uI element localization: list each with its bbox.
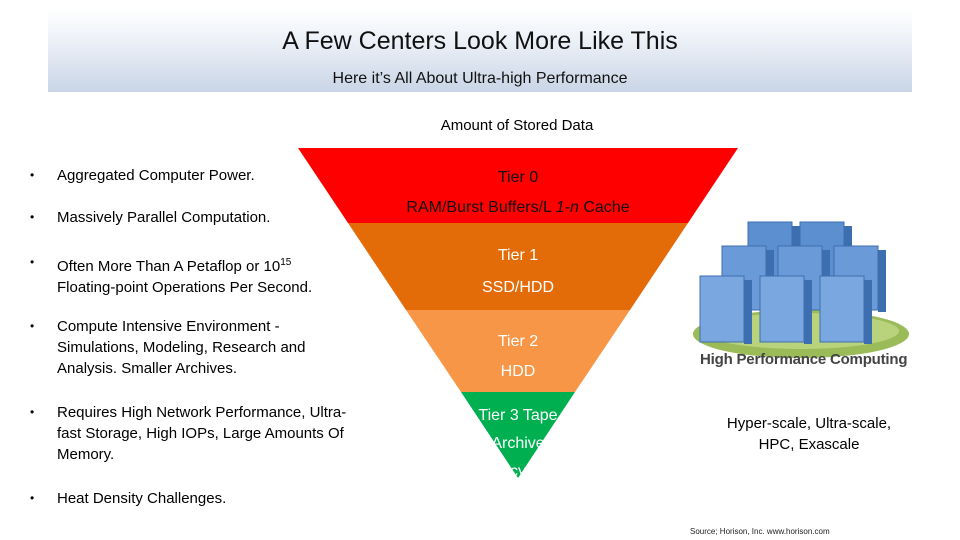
server-icon [699, 275, 752, 344]
tier-2-media: HDD [500, 363, 536, 380]
bullet-dot: • [30, 319, 35, 333]
tier-3-band [461, 392, 575, 478]
bullet-dot: • [30, 491, 35, 505]
bullet-text: Often More Than A Petaflop or 10 [57, 258, 281, 275]
bullet-text: Requires High Network Performance, Ultra… [57, 404, 347, 463]
tier-2-label: Tier 2 HDD [448, 327, 588, 387]
bullet-item: • Compute Intensive Environment - Simula… [30, 316, 360, 379]
bullet-dot: • [30, 255, 35, 269]
bullet-item: • Often More Than A Petaflop or 1015 Flo… [30, 252, 360, 298]
server-icon [759, 275, 812, 344]
funnel-label: Amount of Stored Data [440, 117, 594, 134]
bullet-dot: • [30, 210, 35, 224]
scale-line-1: Hyper-scale, Ultra-scale, [726, 415, 892, 432]
tier-3-extra: cy [510, 463, 526, 476]
bullet-dot: • [30, 168, 35, 182]
tier-1-label: Tier 1 SSD/HDD [418, 240, 618, 304]
source-citation: Source; Horison, Inc. www.horison.com [690, 527, 830, 536]
tier-0-name: Tier 0 [497, 169, 539, 186]
bullet-text: Aggregated Computer Power. [57, 167, 255, 184]
bullet-text: Massively Parallel Computation. [57, 209, 271, 226]
tier-1-name: Tier 1 [497, 247, 539, 264]
bullet-exponent: 15 [280, 257, 292, 268]
tier-2-name: Tier 2 [497, 333, 539, 350]
bullet-item: • Requires High Network Performance, Ult… [30, 402, 360, 465]
tier-1-media: SSD/HDD [481, 279, 554, 296]
scale-line-2: HPC, Exascale [758, 436, 860, 453]
bullet-text-continued: Floating-point Operations Per Second. [57, 279, 313, 296]
slide-subtitle: Here it’s All About Ultra-high Performan… [332, 70, 628, 87]
tier-0-media: RAM/Burst Buffers/L 1-n Cache [406, 199, 630, 216]
scale-description: Hyper-scale, Ultra-scale, HPC, Exascale [700, 413, 918, 455]
bullet-text: Compute Intensive Environment - Simulati… [57, 318, 306, 377]
tier-1-band [348, 223, 688, 310]
server-icon [819, 275, 872, 344]
hpc-image-caption: High Performance Computing [700, 351, 908, 368]
bullet-item: • Heat Density Challenges. [30, 488, 360, 509]
tier-3-label: Tier 3 Tape Archive cy [462, 402, 574, 476]
tier-3-name: Tier 3 Tape [478, 407, 558, 424]
title-banner: A Few Centers Look More Like This Here i… [48, 9, 912, 92]
bullet-item: • Aggregated Computer Power. [30, 165, 360, 186]
bullet-dot: • [30, 405, 35, 419]
tier-2-band [406, 310, 630, 392]
slide-title: A Few Centers Look More Like This [282, 27, 678, 55]
tier-3-media: Archive [491, 435, 545, 452]
tier-0-label: Tier 0 RAM/Burst Buffers/L 1-n Cache [380, 163, 656, 223]
hpc-servers-image [693, 221, 909, 358]
bullet-text: Heat Density Challenges. [57, 490, 227, 507]
bullet-item: • Massively Parallel Computation. [30, 207, 360, 228]
tier-0-band [298, 148, 738, 223]
